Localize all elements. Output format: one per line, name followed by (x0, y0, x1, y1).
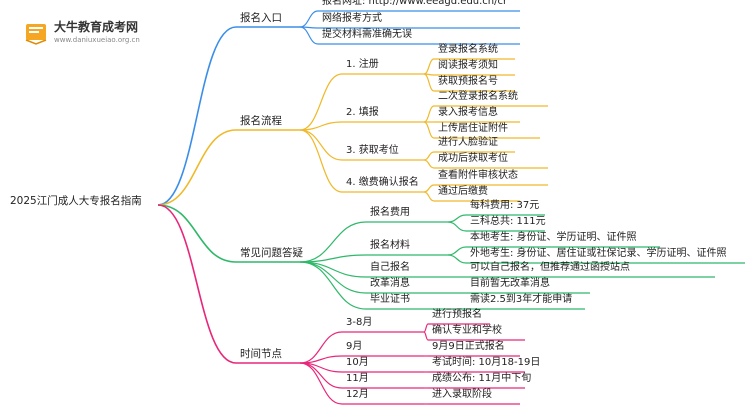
leaf-3-3-0: 成绩公布: 11月中下旬 (432, 373, 532, 384)
sub-connector (299, 362, 343, 405)
node-0-2: 提交材料需准确无误 (322, 29, 412, 40)
leaf-1-1-2: 上传居住证附件 (438, 123, 508, 134)
leaf-2-3-0: 目前暂无改革消息 (470, 278, 550, 289)
leaf-connector (423, 331, 429, 341)
sub-connector (299, 129, 343, 161)
leaf-1-3-1: 通过后缴费 (438, 186, 488, 197)
leaf-1-1-0: 二次登录报名系统 (438, 91, 518, 102)
leaf-2-0-0: 每科费用: 37元 (470, 200, 540, 211)
node-2-3: 改革消息 (370, 278, 410, 289)
leaf-connector (423, 151, 435, 161)
site-logo[interactable]: 大牛教育成考网 www.daniuxueiao.org.cn (18, 14, 158, 54)
leaf-1-2-1: 成功后获取考位 (438, 153, 508, 164)
leaf-1-0-2: 获取预报名号 (438, 76, 498, 87)
leaf-3-4-0: 进入录取阶段 (432, 389, 492, 400)
node-3-1: 9月 (346, 341, 363, 352)
sub-connector (299, 331, 343, 364)
node-2-2: 自己报名 (370, 262, 410, 273)
leaf-2-1-0: 本地考生: 身份证、学历证明、证件照 (470, 232, 637, 243)
sub-connector (299, 129, 343, 193)
leaf-connector (447, 214, 467, 223)
branch-2-label: 常见问题答疑 (240, 247, 303, 259)
leaf-connector (423, 73, 435, 92)
logo-subtitle: www.daniuxueiao.org.cn (54, 36, 140, 44)
node-1-1: 2. 填报 (346, 107, 379, 118)
leaf-1-3-0: 查看附件审核状态 (438, 170, 518, 181)
node-0-0: 报名网址: http://www.eeagd.edu.cn/cr (322, 0, 508, 7)
branch-connector (157, 204, 237, 364)
node-3-3: 11月 (346, 373, 369, 384)
node-3-2: 10月 (346, 357, 369, 368)
leaf-connector (423, 191, 435, 202)
node-2-1: 报名材料 (370, 240, 410, 251)
sub-connector (299, 221, 367, 263)
logo-title: 大牛教育成考网 (54, 20, 139, 34)
leaf-2-1-1: 外地考生: 身份证、居住证或社保记录、学历证明、证件照 (470, 248, 727, 259)
leaf-connector (423, 105, 435, 123)
leaf-1-1-1: 录入报考信息 (438, 107, 498, 118)
leaf-3-0-0: 进行预报名 (432, 309, 482, 320)
branch-connector (157, 26, 237, 206)
book-logo-icon (25, 24, 47, 45)
node-1-0: 1. 注册 (346, 59, 379, 70)
node-3-4: 12月 (346, 389, 369, 400)
node-2-4: 毕业证书 (370, 294, 410, 305)
leaf-connector (447, 246, 467, 256)
sub-connector (299, 26, 319, 45)
leaf-2-4-0: 需读2.5到3年才能申请 (470, 294, 573, 305)
sub-connector (299, 261, 367, 294)
sub-connector (299, 73, 343, 131)
leaf-1-0-0: 登录报名系统 (438, 44, 498, 55)
node-0-1: 网络报考方式 (322, 13, 382, 24)
leaf-connector (423, 58, 435, 75)
node-2-0: 报名费用 (370, 207, 410, 218)
leaf-connector (423, 184, 435, 193)
leaf-2-2-0: 可以自己报名，但推荐通过函授站点 (470, 262, 630, 273)
sub-connector (299, 121, 343, 131)
leaf-1-0-1: 阅读报考须知 (438, 60, 498, 71)
node-3-0: 3-8月 (346, 317, 373, 328)
leaf-connector (423, 159, 435, 169)
branch-connector (157, 129, 237, 206)
leaf-3-2-0: 考试时间: 10月18-19日 (432, 357, 541, 368)
leaf-3-1-0: 9月9日正式报名 (432, 341, 505, 352)
leaf-connector (447, 221, 467, 232)
branch-3-label: 时间节点 (240, 348, 282, 360)
leaf-2-0-1: 三科总共: 111元 (470, 216, 546, 227)
node-1-2: 3. 获取考位 (346, 145, 399, 156)
leaf-connector (423, 121, 435, 139)
sub-connector (299, 10, 319, 28)
leaf-3-0-1: 确认专业和学校 (432, 325, 502, 336)
branch-0-label: 报名入口 (240, 12, 282, 24)
leaf-connector (423, 323, 429, 333)
leaf-connector (447, 254, 467, 264)
branch-connector (157, 204, 237, 263)
branch-1-label: 报名流程 (240, 115, 282, 127)
root-topic: 2025江门成人大专报名指南 (10, 195, 142, 207)
sub-connector (299, 261, 367, 310)
leaf-1-2-0: 进行人脸验证 (438, 137, 498, 148)
node-1-3: 4. 缴费确认报名 (346, 177, 419, 188)
